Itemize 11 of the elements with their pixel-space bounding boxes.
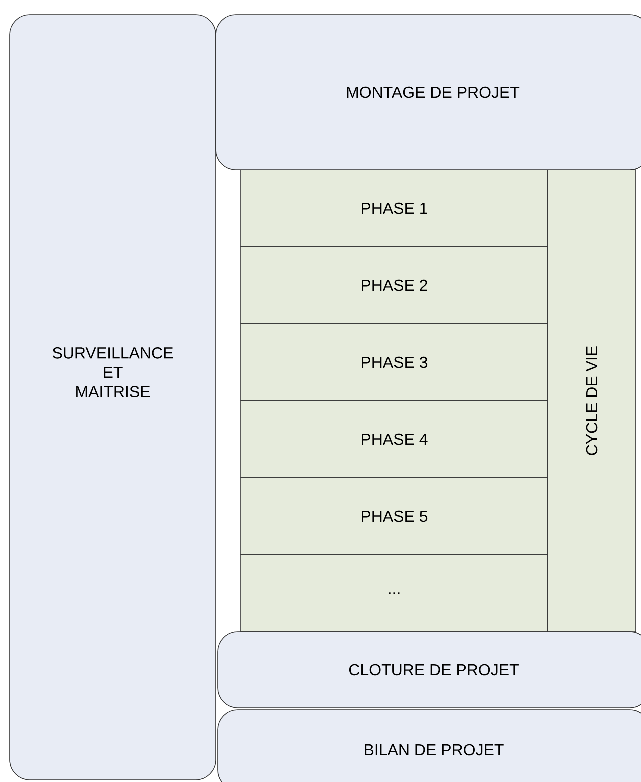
phase-box: PHASE 2 <box>240 246 548 324</box>
phase-box: PHASE 1 <box>240 170 548 248</box>
rounded-box: MONTAGE DE PROJET <box>216 14 641 170</box>
rounded-panel: SURVEILLANCE ET MAITRISE <box>10 14 216 780</box>
phase-box: PHASE 3 <box>240 324 548 402</box>
phase-box: PHASE 5 <box>240 478 548 556</box>
phase-box: PHASE 4 <box>240 400 548 478</box>
vertical-band: CYCLE DE VIE <box>548 170 636 632</box>
rounded-box: BILAN DE PROJET <box>218 710 641 782</box>
phase-box: ... <box>240 554 548 632</box>
rounded-box: CLOTURE DE PROJET <box>218 632 641 708</box>
